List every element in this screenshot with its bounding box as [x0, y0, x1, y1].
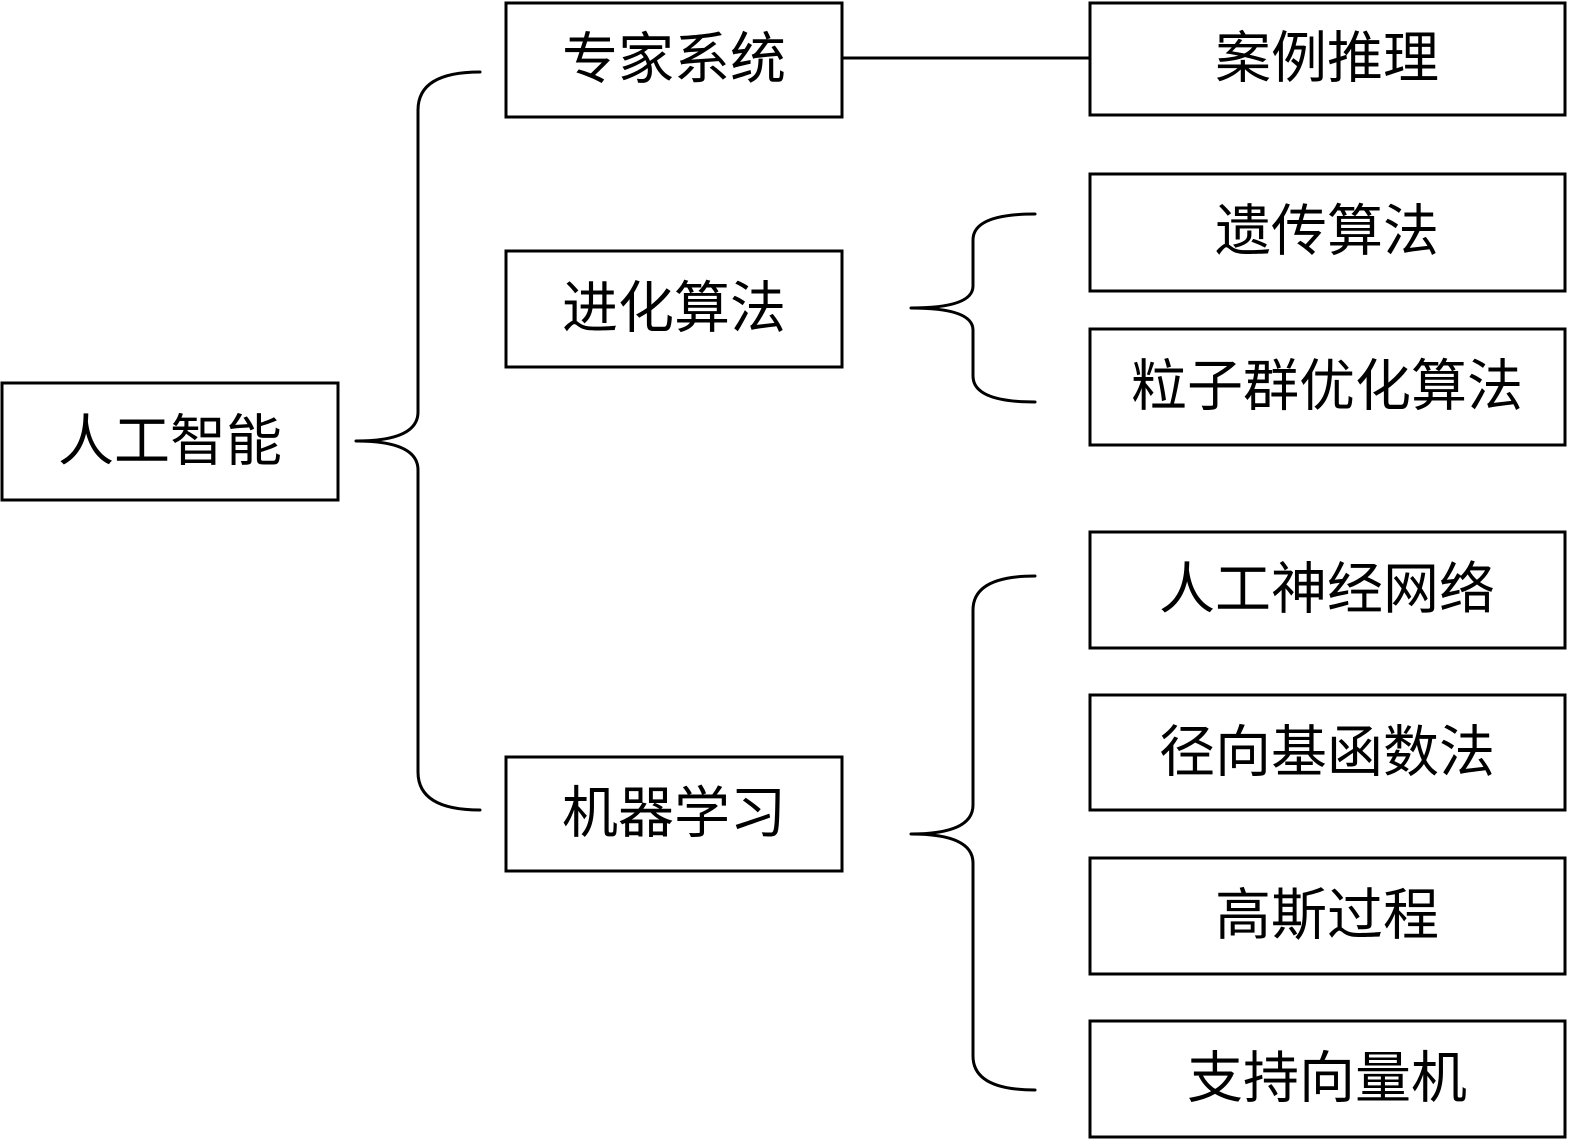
root-node-label: 人工智能 [58, 410, 282, 475]
leaf-node-genetic-algorithm: 遗传算法 [1088, 172, 1567, 293]
leaf-label-genetic-algorithm: 遗传算法 [1215, 200, 1439, 265]
category-node-expert-system: 专家系统 [504, 1, 844, 119]
root-brace [354, 70, 482, 812]
leaf-node-case-reasoning: 案例推理 [1088, 1, 1567, 117]
leaf-node-gaussian-process: 高斯过程 [1088, 856, 1567, 976]
leaf-node-svm: 支持向量机 [1088, 1019, 1567, 1139]
category-label-evolutionary: 进化算法 [562, 277, 786, 342]
leaf-label-case-reasoning: 案例推理 [1215, 27, 1439, 92]
category-node-machine-learning: 机器学习 [504, 755, 844, 873]
leaf-label-radial-basis: 径向基函数法 [1159, 721, 1495, 786]
leaf-label-gaussian-process: 高斯过程 [1215, 884, 1439, 949]
category-label-machine-learning: 机器学习 [562, 782, 786, 847]
leaf-node-neural-network: 人工神经网络 [1088, 530, 1567, 650]
category-node-evolutionary: 进化算法 [504, 249, 844, 369]
leaf-label-particle-swarm: 粒子群优化算法 [1131, 355, 1523, 420]
leaf-node-radial-basis: 径向基函数法 [1088, 693, 1567, 812]
leaf-label-neural-network: 人工神经网络 [1159, 558, 1495, 623]
machine-learning-brace [909, 574, 1037, 1092]
root-node: 人工智能 [0, 381, 340, 502]
evolutionary-brace [909, 212, 1037, 404]
leaf-label-svm: 支持向量机 [1187, 1047, 1467, 1112]
leaf-node-particle-swarm: 粒子群优化算法 [1088, 327, 1567, 447]
category-label-expert-system: 专家系统 [562, 28, 786, 93]
